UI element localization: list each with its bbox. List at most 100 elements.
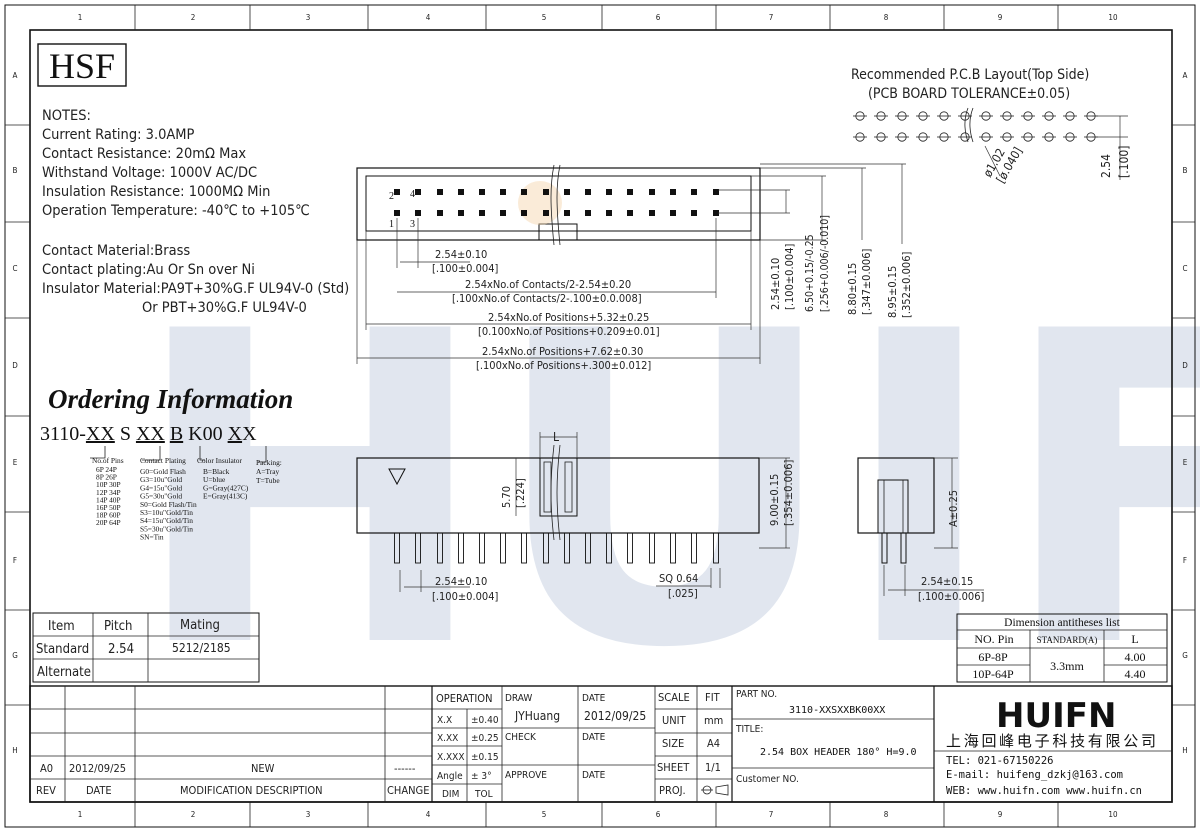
date-label: DATE — [582, 693, 606, 704]
dim-list-title: Dimension antitheses list — [1004, 617, 1120, 629]
zone-col-label: 9 — [998, 810, 1003, 819]
top-pin — [543, 189, 549, 195]
pcb-hole-grid — [853, 111, 1098, 142]
top-pin — [649, 210, 655, 216]
tol-label: TOL — [474, 789, 493, 800]
side-pin — [437, 532, 443, 564]
top-pin — [627, 189, 633, 195]
top-pin — [564, 210, 570, 216]
side-pin — [649, 532, 655, 564]
no-pins-option: 10P 30P — [96, 480, 121, 489]
break-mark — [550, 164, 561, 246]
color-heading: Color Insulator — [197, 456, 242, 465]
zone-col-label: 3 — [306, 13, 311, 22]
zone-row-label: C — [1182, 264, 1187, 273]
side-pin — [479, 532, 485, 564]
dim-label: 2.54xNo.of Positions+7.62±0.30 — [482, 345, 643, 358]
projection-symbol-icon — [701, 784, 729, 796]
top-pin — [394, 189, 400, 195]
zone-col-label: 3 — [306, 810, 311, 819]
a-dim: A±0.25 — [947, 490, 960, 527]
company-web: WEB: www.huifn.com www.huifn.cn — [946, 785, 1142, 797]
packing-option: T=Tube — [256, 476, 280, 485]
top-pin — [691, 189, 697, 195]
pin1-triangle-icon — [388, 468, 406, 486]
top-pin — [585, 189, 591, 195]
zone-row-label: A — [1183, 71, 1188, 80]
tol-key: X.XXX — [437, 752, 465, 763]
zone-col-label: 1 — [78, 810, 83, 819]
dim-570: 5.70 — [500, 486, 513, 508]
top-pin — [437, 189, 443, 195]
pin-label: 4 — [410, 189, 415, 200]
dim-570-in: [.224] — [514, 478, 527, 508]
top-pin — [458, 189, 464, 195]
color-option: U=blue — [203, 475, 226, 484]
top-pin — [521, 189, 527, 195]
side-pin — [543, 532, 549, 564]
pin-label: 2 — [389, 191, 394, 202]
zone-row-label: F — [13, 556, 17, 565]
ordering-columns: No.of Pins Contact Plating Color Insulat… — [92, 456, 282, 542]
title-value: 2.54 BOX HEADER 180° H=9.0 — [760, 747, 917, 758]
side-pin — [606, 532, 612, 564]
color-option: B=Black — [203, 467, 230, 476]
side-pitch-in: [.100±0.004] — [432, 590, 499, 603]
side-pin — [521, 532, 527, 564]
top-pin — [458, 210, 464, 216]
plating-option: S4=15u"Gold/Tin — [140, 516, 193, 525]
vdim-label: 6.50+0.15/-0.25 — [804, 234, 816, 312]
tol-val: ±0.15 — [471, 752, 499, 763]
dim-900-in: [.354±0.006] — [782, 459, 795, 526]
size-label: SIZE — [662, 737, 684, 750]
unit-value: mm — [704, 714, 723, 727]
draw-date: 2012/09/25 — [584, 709, 646, 723]
side-view: L 5.70 [.224] 9.00±0.15 [.354±0.006] 2.5… — [356, 430, 795, 603]
date-label: DATE — [582, 770, 606, 781]
break-mark — [550, 444, 561, 541]
zone-row-label: D — [1182, 361, 1188, 370]
zone-col-label: 9 — [998, 13, 1003, 22]
rev-change: ------ — [394, 762, 416, 775]
mating-cell: 5212/2185 — [172, 641, 231, 655]
vdim-label: [.347±0.006] — [860, 248, 873, 315]
zone-row-label: A — [13, 71, 18, 80]
date-label: DATE — [582, 732, 606, 743]
material-line: Or PBT+30%G.F UL94V-0 — [142, 300, 307, 316]
rev-desc: NEW — [251, 762, 275, 775]
vdim-label: 8.80±0.15 — [846, 263, 859, 315]
end-pitch: 2.54±0.15 — [921, 575, 973, 588]
note-line: Insulation Resistance: 1000MΩ Min — [42, 184, 270, 200]
top-pin — [415, 189, 421, 195]
top-pin — [415, 210, 421, 216]
material-line: Contact plating:Au Or Sn over Ni — [42, 262, 255, 278]
note-line: Contact Resistance: 20mΩ Max — [42, 146, 246, 162]
leader-line — [258, 446, 267, 463]
vdim-label: 2.54±0.10 — [769, 258, 782, 310]
dim-label: DIM — [442, 789, 459, 800]
zone-row-label: G — [12, 651, 18, 660]
plating-heading: Contact Plating — [140, 456, 186, 465]
dim-list-std: 3.3mm — [1050, 659, 1084, 673]
tol-val: ±0.25 — [471, 733, 499, 744]
zone-row-label: G — [1182, 651, 1188, 660]
dim-list-header: STANDARD(A) — [1037, 635, 1098, 645]
plating-option: SN=Tin — [140, 533, 164, 542]
pitch-header: Pitch — [104, 619, 132, 634]
pitch-cell: 2.54 — [108, 642, 134, 657]
company-email: E-mail: huifeng_dzkj@163.com — [946, 769, 1123, 781]
zone-row-label: F — [1183, 556, 1187, 565]
zone-col-label: 4 — [426, 13, 431, 22]
item-header: Item — [48, 619, 75, 634]
dim-list-l: 4.00 — [1125, 650, 1146, 664]
zone-col-label: 10 — [1108, 810, 1118, 819]
no-pins-option: 18P 60P — [96, 511, 121, 520]
dim-label: 2.54xNo.of Positions+5.32±0.25 — [488, 311, 649, 324]
operation-label: OPERATION — [436, 692, 493, 705]
zone-col-label: 2 — [191, 13, 196, 22]
tol-val: ± 3° — [471, 771, 492, 782]
pcb-pitch-in: [.100] — [1117, 146, 1131, 178]
side-pin — [670, 532, 676, 564]
side-pin — [458, 532, 464, 564]
